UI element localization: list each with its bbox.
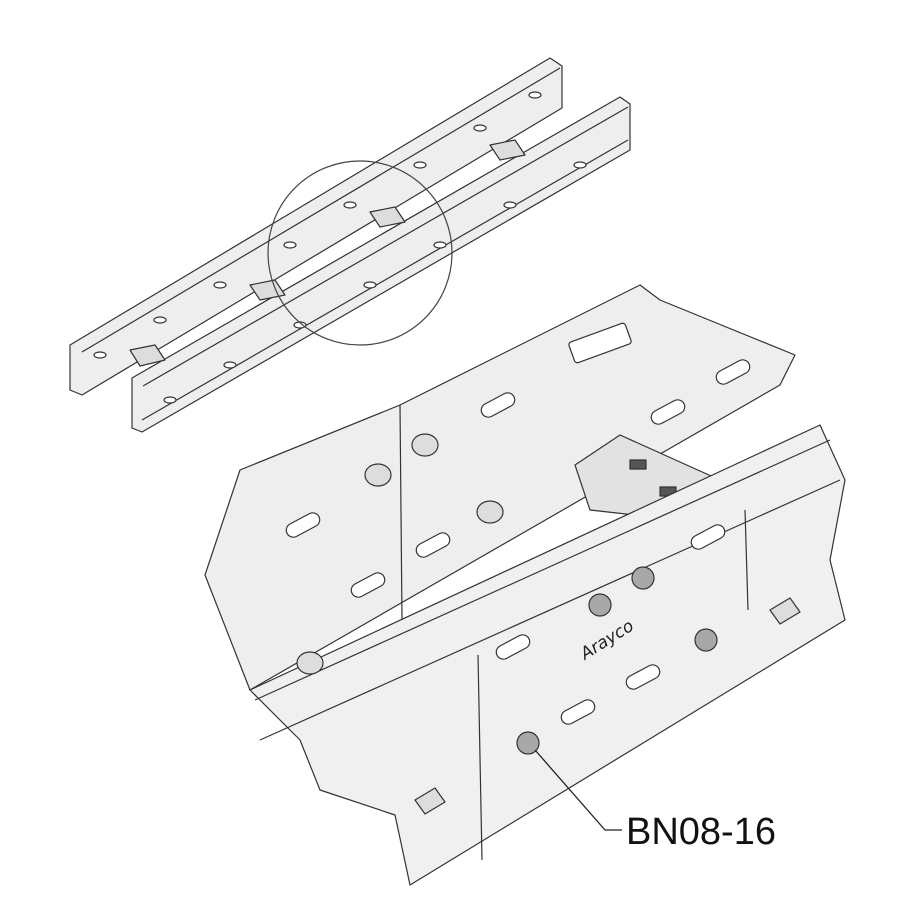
detail-view: Arayco xyxy=(204,284,846,886)
part-label-bn08-16: BN08-16 xyxy=(626,811,776,853)
overview-slots xyxy=(93,91,587,404)
overview-rung xyxy=(249,279,286,301)
detail-slots xyxy=(285,322,751,725)
callout-leader-line xyxy=(534,749,622,831)
rung-bracket xyxy=(769,597,801,625)
rung-bracket xyxy=(414,787,446,815)
round-head-bolts xyxy=(296,433,504,675)
overview-rung xyxy=(369,206,406,228)
overview-tray xyxy=(69,57,631,433)
overview-rung xyxy=(489,139,526,161)
overview-rail-left xyxy=(69,57,563,396)
hex-nuts xyxy=(516,566,718,755)
detail-circle xyxy=(267,160,453,346)
overview-rung xyxy=(129,344,166,367)
overview-rail-right xyxy=(131,96,631,433)
